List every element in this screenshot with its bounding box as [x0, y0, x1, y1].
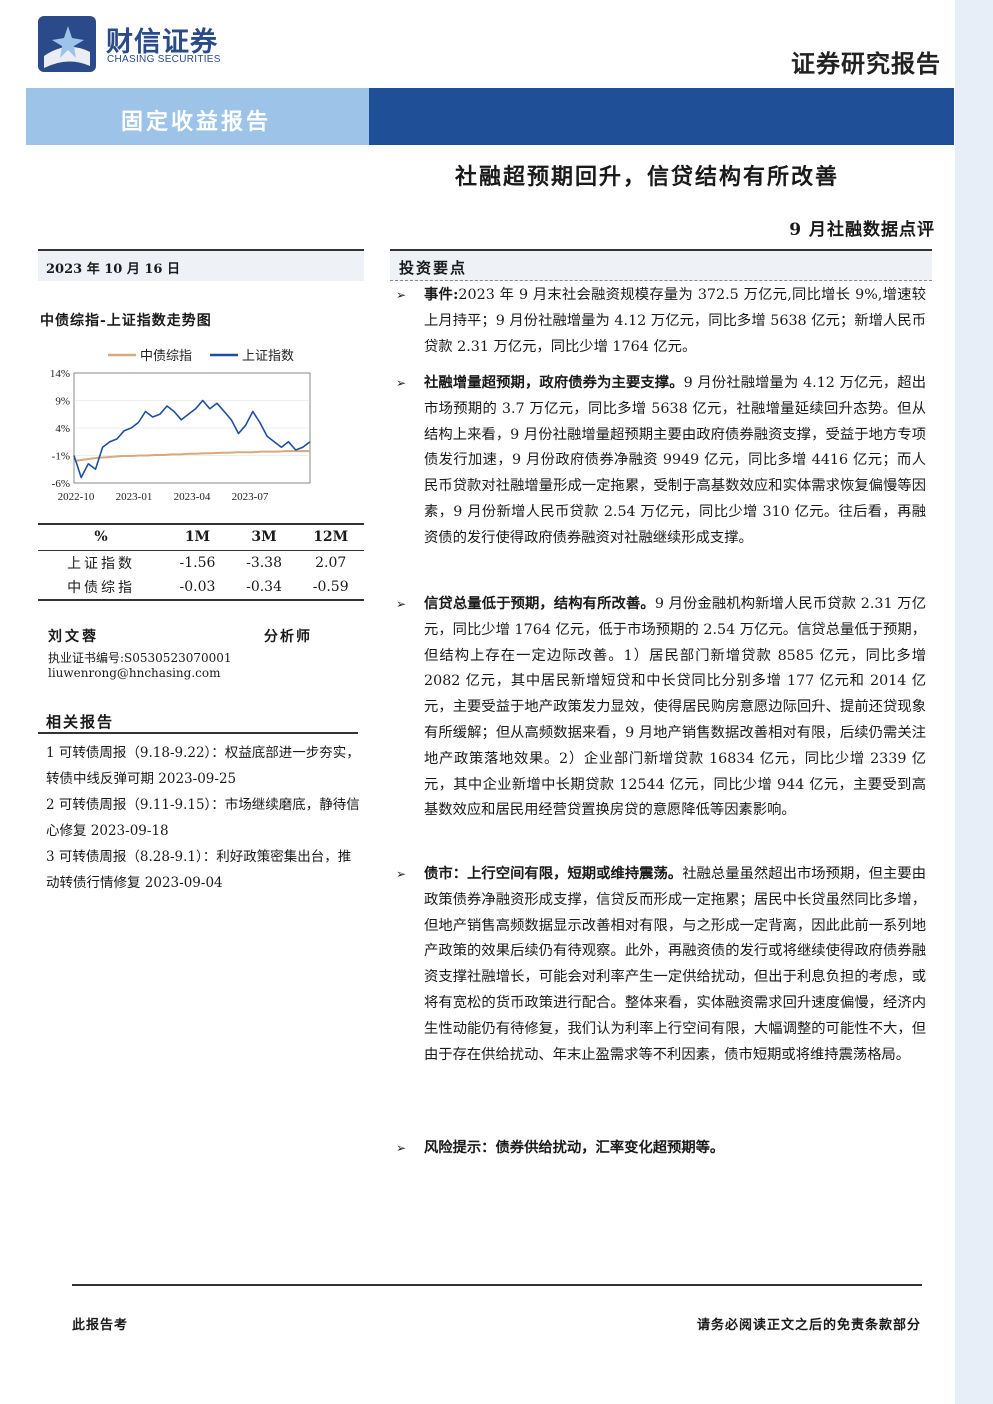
document-type: 证券研究报告	[791, 49, 941, 78]
y-tick-label: 9%	[55, 396, 70, 408]
related-report-item[interactable]: 2 可转债周报（9.11-9.15）：市场继续磨底，静待信心修复 2023-09…	[46, 797, 360, 839]
related-report-item[interactable]: 1 可转债周报（9.18-9.22）：权益底部进一步夯实，转债中线反弹可期 20…	[46, 745, 360, 787]
y-tick-label: 14%	[50, 368, 70, 380]
report-date: 2023 年 10 月 16 日	[46, 262, 180, 277]
table-row: 上证指数 -1.56 -3.38 2.07	[38, 550, 364, 575]
key-point: ➢ 债市：上行空间有限，短期或维持震荡。社融总量虽然超出市场预期，但主要由政策债…	[396, 862, 926, 1068]
related-report-item[interactable]: 3 可转债周报（8.28-9.1）：利好政策密集出台，推动转债行情修复 2023…	[46, 849, 352, 891]
chart-lines	[73, 399, 311, 479]
table-cell: 2.07	[315, 554, 347, 571]
key-point-heading: 信贷总量低于预期，结构有所改善。	[424, 596, 655, 612]
analyst-name: 刘文蓉	[48, 629, 99, 645]
arrow-bullet-icon: ➢	[396, 376, 407, 390]
table-header: 3M	[230, 523, 298, 551]
logo-mark-icon	[38, 16, 96, 72]
x-tick-label: 2023-04	[174, 491, 211, 503]
key-point-heading: 社融增量超预期，政府债券为主要支撑。	[424, 375, 684, 391]
x-tick-label: 2023-07	[232, 491, 269, 503]
performance-table: % 1M 3M 12M 上证指数 -1.56 -3.38 2.07 中债综指 -…	[38, 523, 364, 601]
analyst-email: liuwenrong@hnchasing.com	[48, 666, 221, 680]
date-bar: 2023 年 10 月 16 日	[38, 249, 364, 281]
legend-label: 中债综指	[140, 349, 192, 364]
page-side-strip	[955, 0, 993, 1404]
related-reports-title: 相关报告	[46, 713, 115, 731]
banner-dark	[369, 88, 954, 145]
table-cell: 中债综指	[38, 575, 165, 601]
analyst-certificate: 执业证书编号:S0530523070001	[48, 651, 232, 665]
footer-disclaimer-note: 请务必阅读正文之后的免责条款部分	[696, 1318, 921, 1333]
key-point-text: 社融总量虽然超出市场预期，但主要由政策债券净融资形成支撑，信贷反而形成一定拖累；…	[424, 866, 927, 1063]
y-tick-label: -6%	[52, 478, 70, 490]
key-point-heading: 事件:	[424, 287, 459, 303]
analyst-role: 分析师	[264, 629, 312, 645]
table-header: 12M	[297, 523, 364, 551]
footer-left-text: 此报告考	[72, 1318, 129, 1333]
index-trend-chart: 中债综指 上证指数 14% 9% 4% -1% -6%2022-10 2023-01 2023…	[50, 349, 311, 503]
table-cell: -3.38	[246, 554, 282, 571]
legend-label: 上证指数	[242, 349, 294, 364]
report-subtitle: 9 月社融数据点评	[789, 220, 935, 240]
x-tick-label: 2023-01	[116, 491, 153, 503]
chart-title: 中债综指-上证指数走势图	[40, 313, 212, 329]
y-tick-label: 4%	[55, 423, 70, 435]
key-point-text: 9 月份社融增量为 4.12 万亿元，超出市场预期的 3.7 万亿元，同比多增 …	[424, 375, 927, 546]
chart-legend: 中债综指 上证指数	[108, 349, 294, 364]
report-title: 社融超预期回升，信贷结构有所改善	[455, 164, 840, 190]
key-point-text: 9 月份金融机构新增人民币贷款 2.31 万亿元，同比少增 1764 亿元，低于…	[424, 596, 927, 819]
table-header-row: % 1M 3M 12M	[38, 523, 364, 551]
arrow-bullet-icon: ➢	[396, 867, 407, 881]
key-point: ➢ 事件:2023 年 9 月末社会融资规模存量为 372.5 万亿元,同比增长…	[396, 283, 926, 360]
key-point-heading: 风险提示：债券供给扰动，汇率变化超预期等。	[424, 1140, 725, 1156]
table-header: 1M	[164, 523, 231, 551]
table-cell: 上证指数	[67, 555, 136, 572]
key-point: ➢ 风险提示：债券供给扰动，汇率变化超预期等。	[396, 1136, 926, 1162]
related-reports-list: 1 可转债周报（9.18-9.22）：权益底部进一步夯实，转债中线反弹可期 20…	[46, 740, 362, 896]
logo-english-name: CHASING SECURITIES	[107, 54, 221, 65]
key-point: ➢ 社融增量超预期，政府债券为主要支撑。9 月份社融增量为 4.12 万亿元，超…	[396, 371, 926, 552]
key-points-bar: 投资要点	[390, 249, 932, 281]
table-header: %	[38, 523, 165, 551]
series-line-shanghai-index	[73, 399, 311, 479]
table-cell: -0.03	[164, 575, 231, 601]
x-tick-label: 2022-10	[58, 491, 95, 503]
table-row: 中债综指 -0.03 -0.34 -0.59	[38, 575, 364, 601]
table-cell: -0.34	[230, 575, 298, 601]
key-point-text: 2023 年 9 月末社会融资规模存量为 372.5 万亿元,同比增长 9%,增…	[424, 287, 926, 355]
arrow-bullet-icon: ➢	[396, 1141, 407, 1155]
logo-chinese-name: 财信证券	[106, 27, 218, 58]
key-point: ➢ 信贷总量低于预期，结构有所改善。9 月份金融机构新增人民币贷款 2.31 万…	[396, 592, 926, 824]
key-points-title: 投资要点	[399, 259, 468, 277]
banner-light	[26, 88, 369, 145]
chart-axes: 14% 9% 4% -1% -6%2022-10 2023-01 2023-04 2023-0…	[50, 368, 311, 503]
table-cell: -0.59	[297, 575, 364, 601]
table-cell: -1.56	[179, 554, 216, 571]
company-logo: 财信证券 CHASING SECURITIES	[38, 14, 238, 74]
arrow-bullet-icon: ➢	[396, 288, 407, 302]
divider	[38, 732, 358, 734]
arrow-bullet-icon: ➢	[396, 597, 407, 611]
series-line-bond-index	[73, 450, 310, 462]
key-point-heading: 债市：上行空间有限，短期或维持震荡。	[424, 866, 683, 882]
report-category: 固定收益报告	[121, 109, 272, 135]
footer-divider	[72, 1284, 922, 1286]
y-tick-label: -1%	[52, 451, 70, 463]
